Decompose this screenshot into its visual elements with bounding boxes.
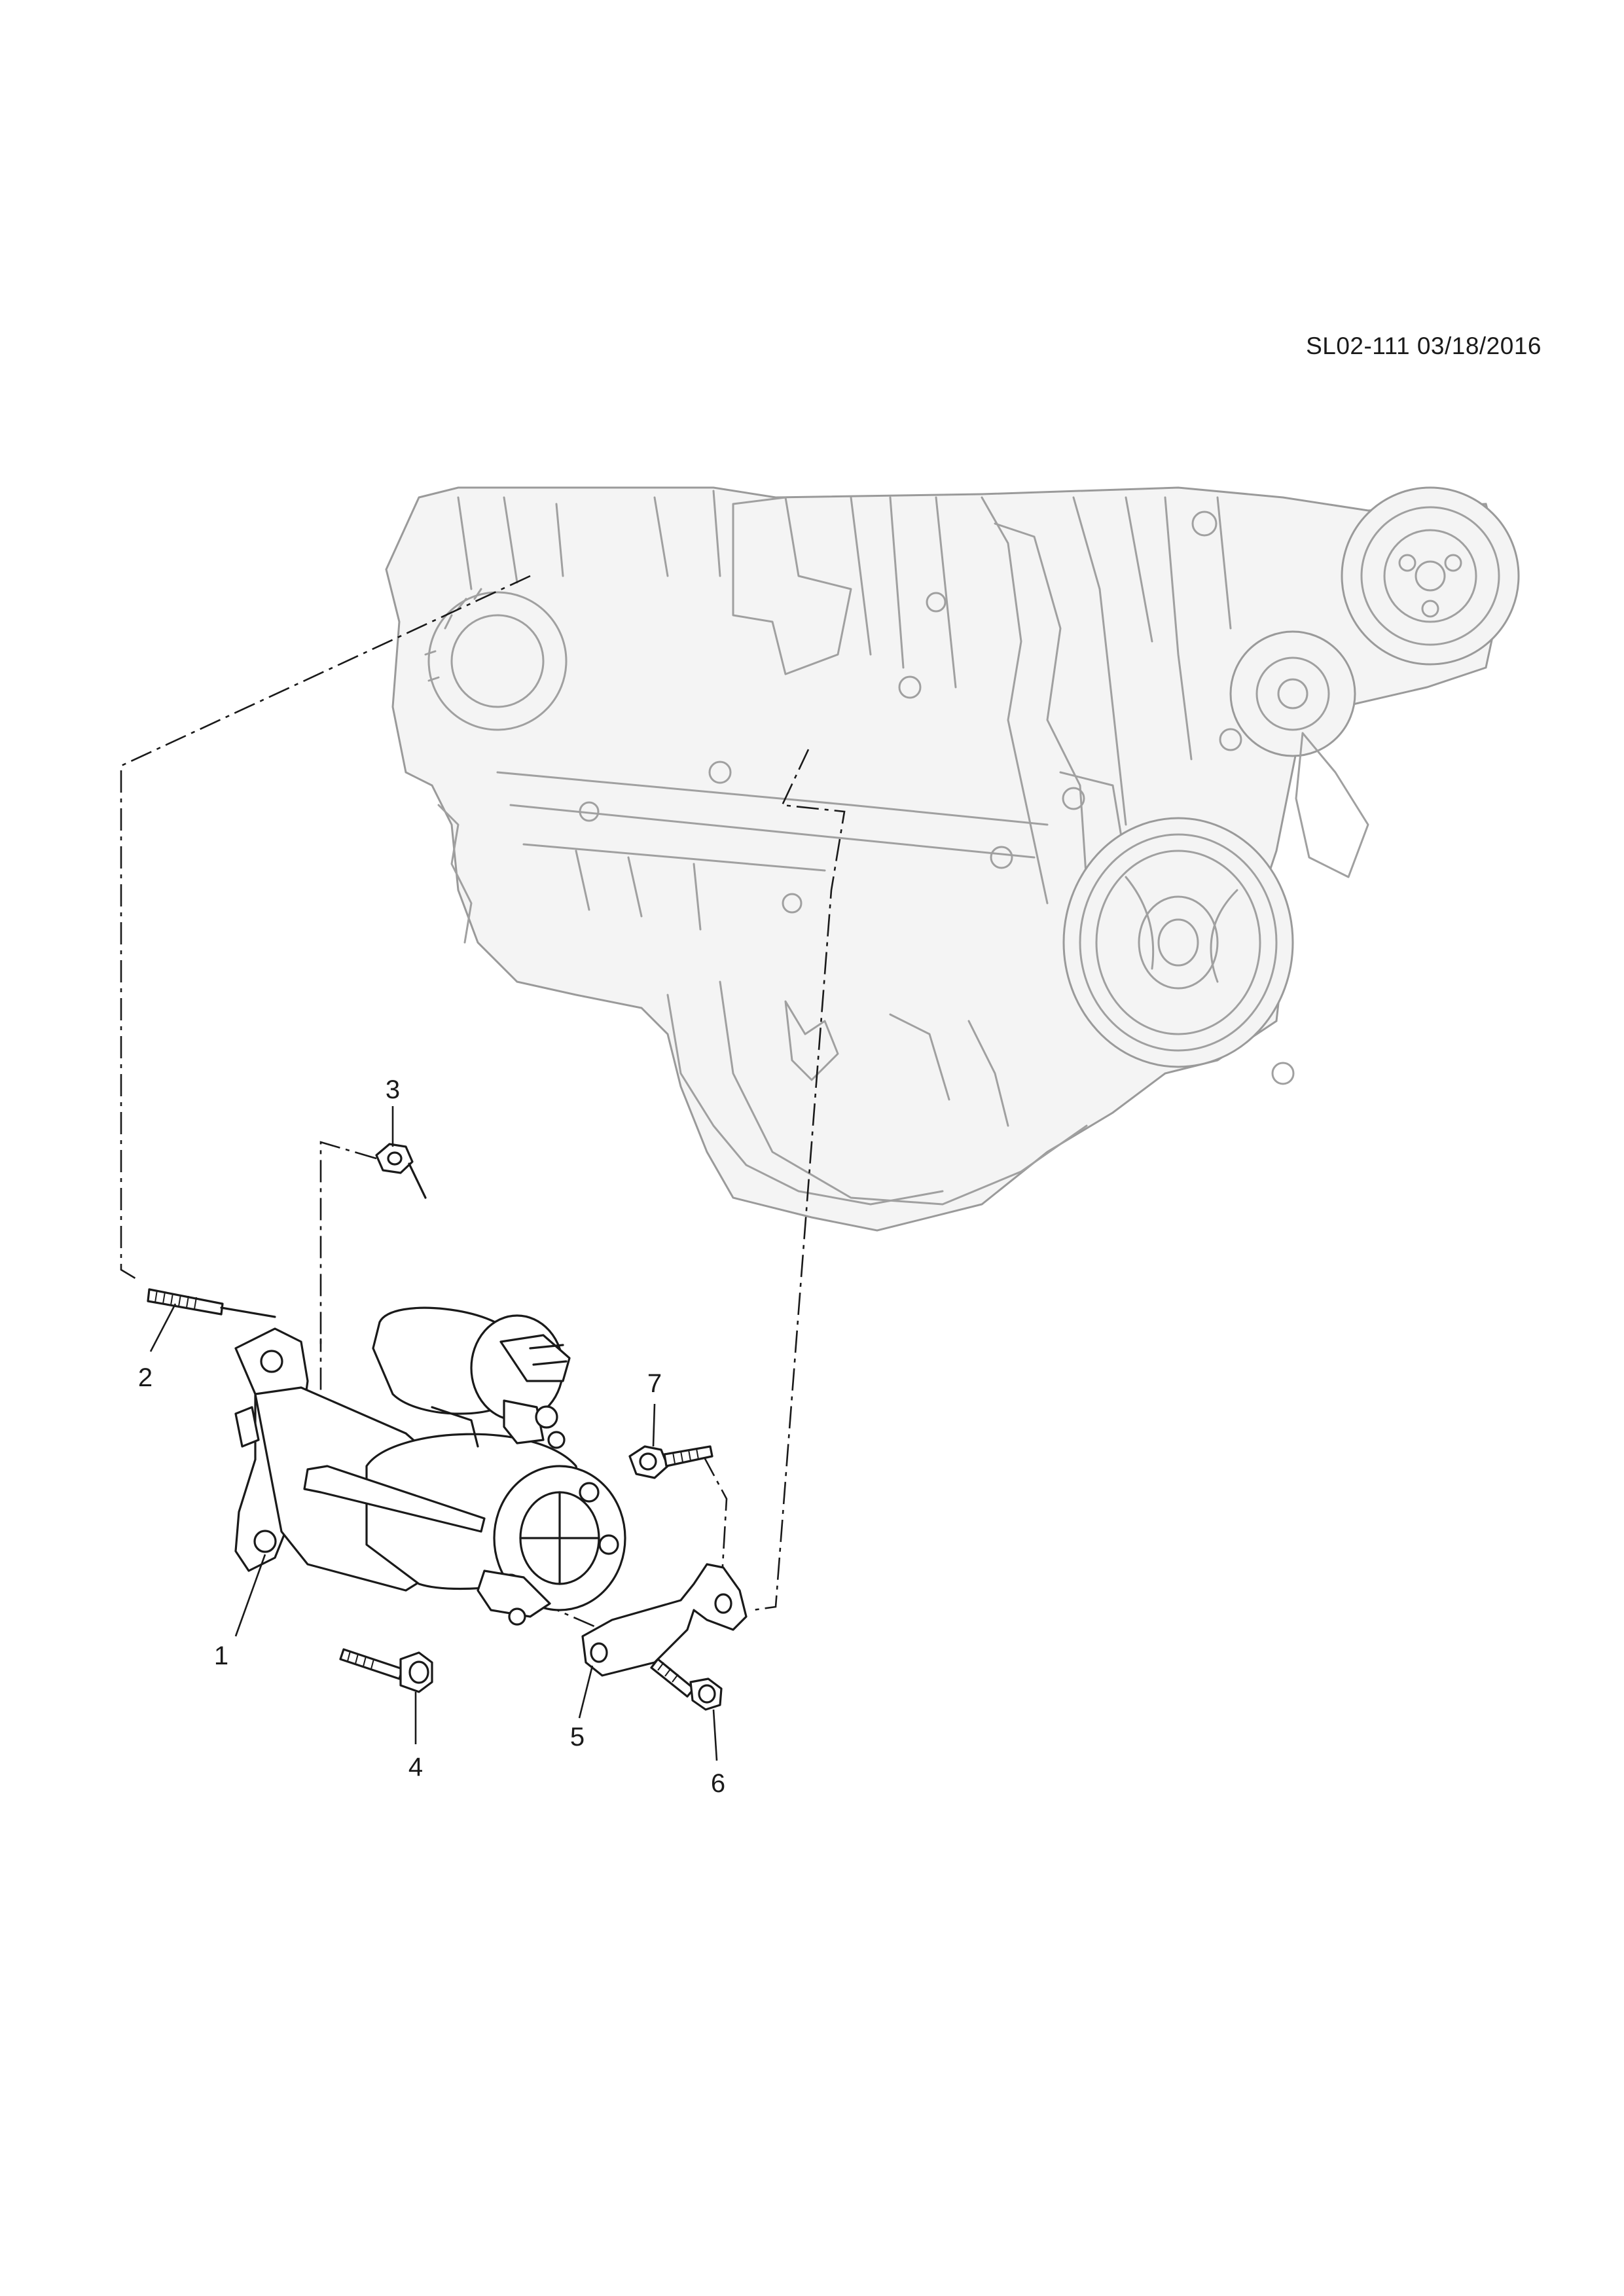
leader-lines	[149, 1106, 718, 1761]
tensioner	[1229, 630, 1369, 878]
callout-3: 3	[386, 1075, 400, 1104]
engine-block	[385, 486, 1520, 1232]
bolt-upper[interactable]	[628, 1445, 713, 1479]
document-id: SL02-111 03/18/2016	[1306, 332, 1542, 359]
leader-1	[234, 1554, 266, 1637]
starter-motor[interactable]	[234, 1306, 626, 1626]
leader-6	[712, 1709, 718, 1761]
leader-2	[149, 1303, 177, 1352]
callout-7: 7	[647, 1369, 662, 1398]
bolt-bracket[interactable]	[650, 1658, 723, 1711]
mount-line-nut	[319, 1141, 377, 1345]
callout-1: 1	[214, 1641, 228, 1670]
callout-4: 4	[408, 1753, 423, 1782]
mount-line-bracket	[752, 749, 846, 1611]
callout-5: 5	[570, 1723, 585, 1751]
leader-7	[652, 1403, 656, 1447]
leader-5	[578, 1665, 594, 1719]
mount-line-stud	[120, 575, 531, 1281]
stud[interactable]	[147, 1288, 276, 1318]
bracket[interactable]	[581, 1563, 748, 1677]
bolt-lower[interactable]	[339, 1648, 433, 1693]
nut[interactable]	[375, 1143, 427, 1199]
callout-2: 2	[138, 1363, 153, 1392]
pulley-upper	[1341, 486, 1520, 666]
crankshaft-pulley	[1062, 817, 1294, 1068]
callouts: 1 2 3 4 5 6 7	[138, 1075, 725, 1798]
callout-6: 6	[711, 1769, 725, 1798]
